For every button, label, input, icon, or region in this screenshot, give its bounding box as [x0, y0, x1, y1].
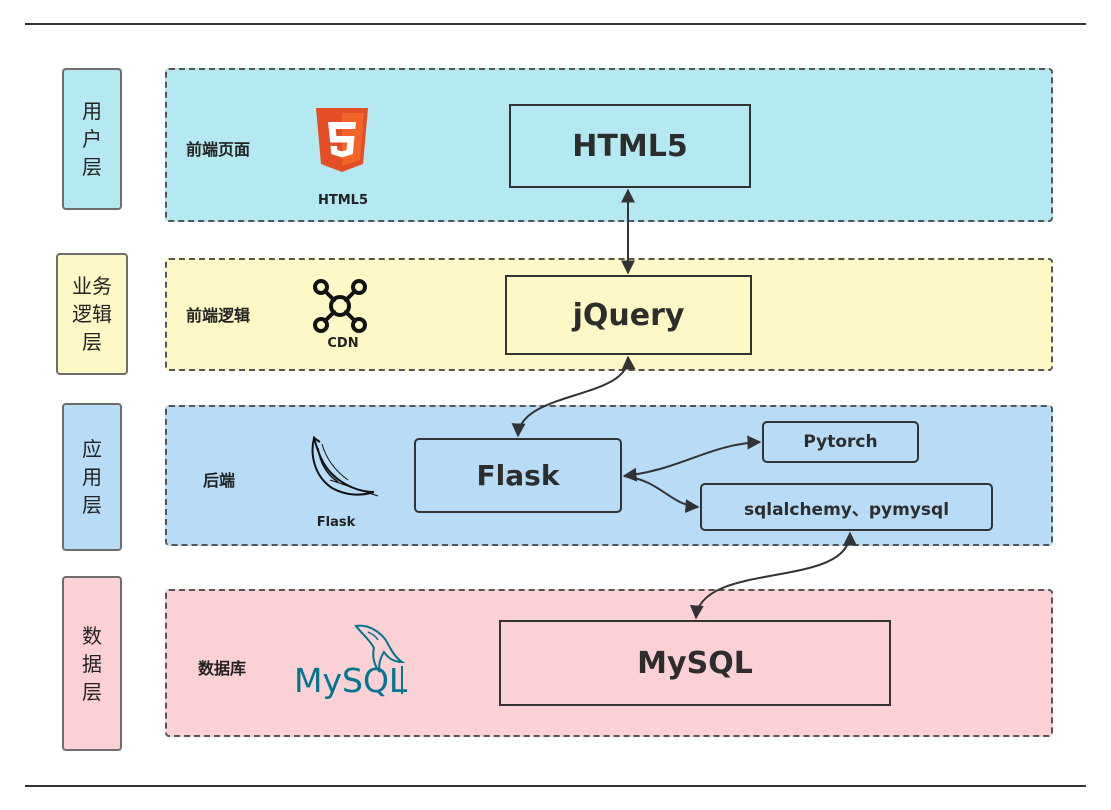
mysql-dolphin-icon: MySQL — [294, 624, 408, 700]
tier-label-line: 用 — [82, 465, 102, 489]
flask-horn-icon — [311, 436, 379, 497]
box-flask: Flask — [414, 438, 622, 513]
layer-label-frontend-logic: 前端逻辑 — [186, 306, 251, 325]
layer-label-database: 数据库 — [198, 659, 247, 678]
layer-label-frontend-page: 前端页面 — [186, 140, 251, 159]
box-mysql: MySQL — [499, 620, 891, 706]
tier-business-logic-layer: 业务逻辑层 — [56, 253, 128, 375]
box-html5: HTML5 — [509, 104, 751, 188]
layer-label-backend: 后端 — [203, 471, 236, 490]
tier-label-line: 用 — [82, 99, 102, 123]
tier-label-line: 户 — [82, 127, 102, 151]
logo-caption-cdn: CDN — [327, 336, 359, 351]
layer-database — [165, 589, 1053, 737]
box-sqlalchemy-pymysql: sqlalchemy、pymysql — [700, 483, 993, 531]
logo-caption-flask: Flask — [316, 515, 356, 530]
tier-label-line: 数 — [82, 623, 102, 648]
tier-data-layer: 数据层 — [62, 576, 122, 751]
cdn-network-icon — [313, 279, 367, 333]
tier-user-layer: 用户层 — [62, 68, 122, 210]
layer-frontend-page — [165, 68, 1053, 222]
tier-label-line: 层 — [82, 493, 102, 517]
box-jquery: jQuery — [505, 275, 752, 355]
tier-label-line: 层 — [82, 679, 102, 704]
box-pytorch: Pytorch — [762, 421, 919, 463]
tier-label-line: 层 — [82, 330, 102, 354]
tier-label-line: 业务 — [72, 274, 112, 298]
mysql-logo-text: MySQL — [294, 661, 408, 700]
tier-label-line: 逻辑 — [72, 302, 112, 326]
bottom-rule — [25, 785, 1086, 787]
tier-label-line: 应 — [82, 437, 102, 461]
html5-shield-icon — [316, 108, 368, 172]
tier-application-layer: 应用层 — [62, 403, 122, 551]
tier-label-line: 据 — [82, 651, 102, 676]
top-rule — [25, 23, 1086, 25]
tier-label-line: 层 — [82, 155, 102, 179]
logo-caption-html5: HTML5 — [317, 193, 368, 208]
